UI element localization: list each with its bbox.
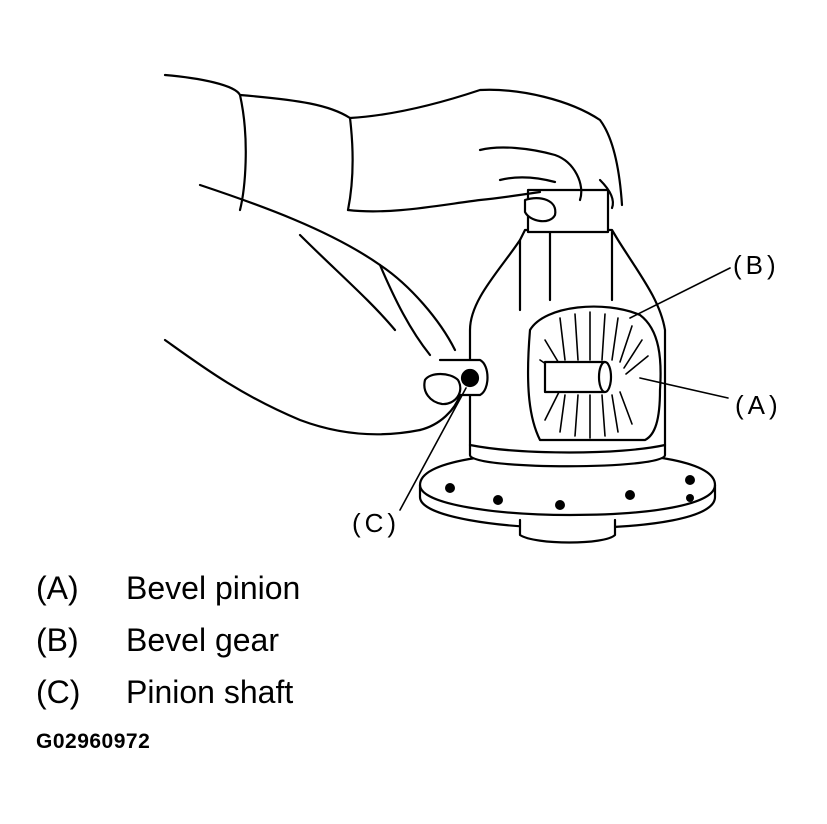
differential-illustration (163, 73, 731, 544)
flange (418, 450, 717, 544)
legend-key: (A) (36, 569, 79, 606)
callout-pinion-shaft: (C) (352, 508, 401, 538)
legend-key: (C) (36, 673, 81, 710)
upper-hand (163, 73, 624, 223)
figure-id: G02960972 (36, 730, 151, 753)
legend-row: (B) Bevel gear (36, 614, 300, 666)
legend-text: Bevel pinion (126, 569, 301, 606)
lower-hand (163, 183, 462, 436)
legend-key: (B) (36, 621, 79, 658)
legend-row: (A) Bevel pinion (36, 562, 300, 614)
leader-lines (399, 267, 731, 511)
differential-case (468, 188, 667, 468)
legend-row: (C) Pinion shaft (36, 666, 300, 718)
pinion-shaft-inner (543, 360, 613, 394)
legend: (A) Bevel pinion (B) Bevel gear (C) Pini… (36, 562, 300, 718)
callout-bevel-gear: (B) (733, 250, 780, 280)
legend-text: Pinion shaft (126, 673, 294, 710)
legend-text: Bevel gear (126, 621, 279, 658)
callout-bevel-pinion: (A) (735, 390, 782, 420)
bevel-gear-teeth (539, 311, 649, 439)
